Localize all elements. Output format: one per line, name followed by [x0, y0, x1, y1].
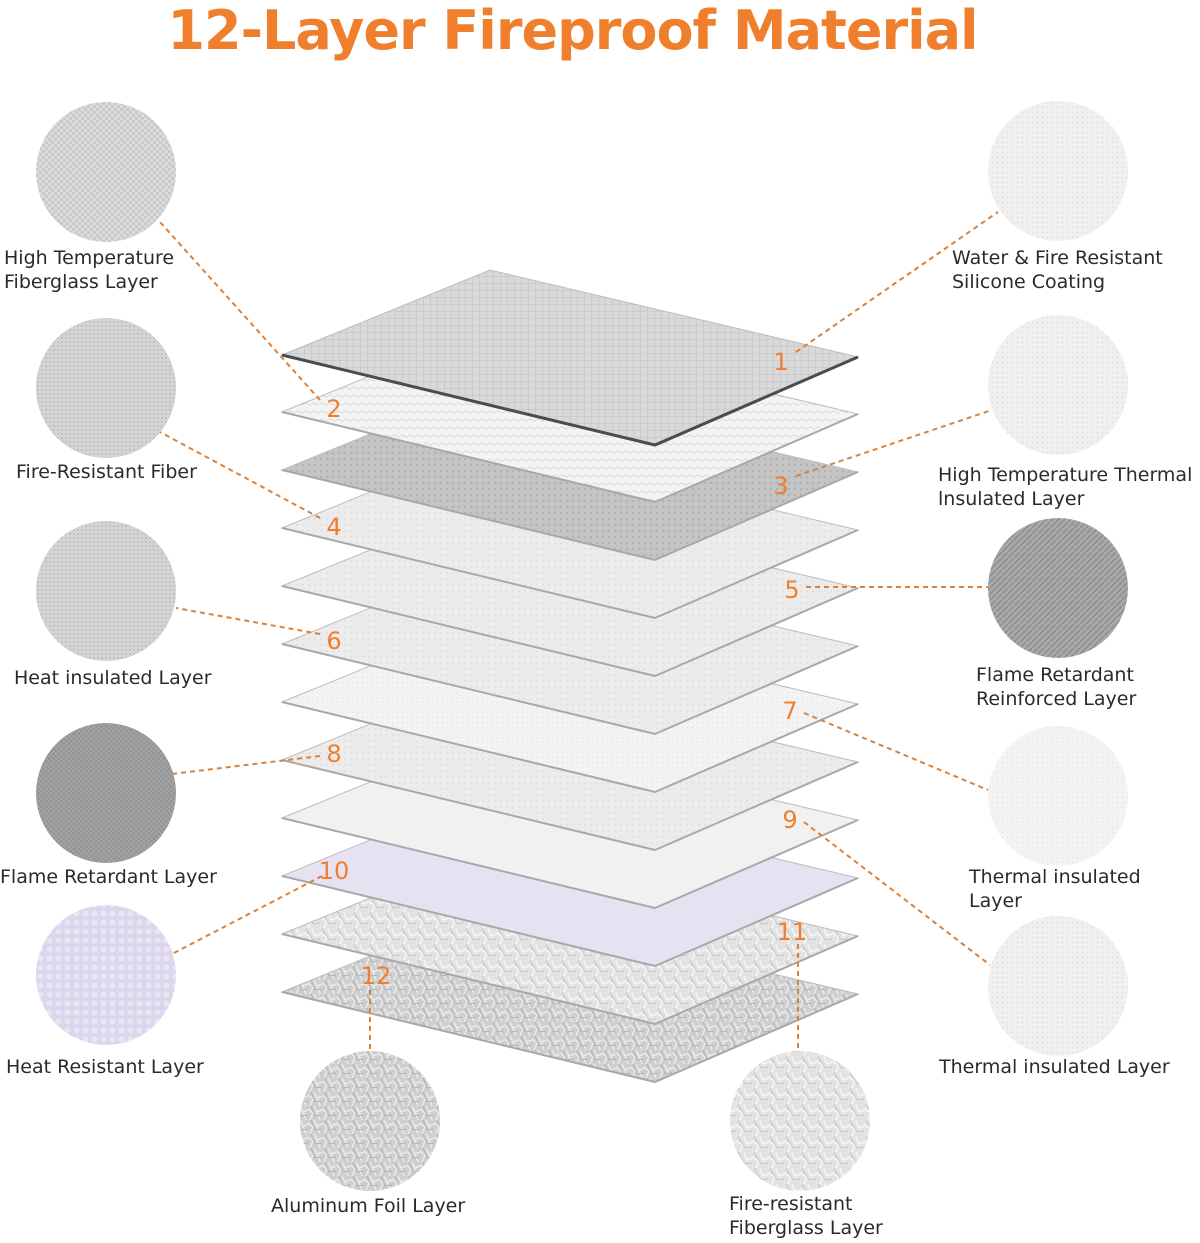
- layer-number-2: 2: [326, 395, 341, 423]
- leader-lines: [159, 211, 999, 1051]
- layer-label-line: Flame Retardant Layer: [0, 866, 217, 888]
- layer-number-7: 7: [782, 697, 797, 725]
- layer-sheet-edge-7: [281, 701, 859, 794]
- layer-label-line: Fire-resistant: [729, 1193, 853, 1215]
- swatch-layer-3: [988, 315, 1128, 455]
- layer-label-10: Heat Resistant Layer: [6, 1055, 204, 1079]
- layer-number-5: 5: [784, 576, 799, 604]
- leader-line-7: [803, 712, 989, 791]
- layer-number-4: 4: [326, 513, 341, 541]
- layer-number-6: 6: [326, 627, 341, 655]
- leader-line-9: [803, 821, 991, 966]
- layer-label-line: High Temperature Thermal: [938, 464, 1193, 486]
- layer-label-line: Thermal insulated Layer: [939, 1056, 1170, 1078]
- leader-line-4: [159, 431, 321, 519]
- layer-label-line: Water & Fire Resistant: [952, 247, 1163, 269]
- layer-number-11: 11: [777, 918, 808, 946]
- layer-sheet-edge-12: [281, 991, 859, 1084]
- swatch-layer-1: [988, 101, 1128, 241]
- layer-number-3: 3: [773, 472, 788, 500]
- layer-sheet-edge-3: [281, 469, 859, 562]
- layer-label-line: Heat Resistant Layer: [6, 1056, 204, 1078]
- swatch-layer-2: [36, 102, 176, 242]
- layer-label-4: Fire-Resistant Fiber: [16, 460, 197, 484]
- swatch-layer-11: [730, 1051, 870, 1191]
- layer-number-12: 12: [361, 962, 392, 990]
- layer-label-line: Reinforced Layer: [976, 688, 1137, 710]
- layer-label-line: High Temperature: [4, 247, 175, 269]
- layer-label-8: Flame Retardant Layer: [0, 865, 217, 889]
- layer-number-9: 9: [782, 806, 797, 834]
- layer-sheet-edge-6: [281, 643, 859, 736]
- layer-sheet-edge-4: [281, 527, 859, 620]
- layer-label-line: Flame Retardant: [976, 664, 1134, 686]
- layer-label-6: Heat insulated Layer: [14, 666, 212, 690]
- page-title: 12-Layer Fireproof Material: [167, 0, 978, 62]
- layer-sheet-edge-11: [281, 933, 859, 1026]
- layer-label-line: Fiberglass Layer: [4, 271, 158, 293]
- layer-sheet-edge-1: [281, 353, 859, 447]
- leader-line-10: [171, 875, 323, 955]
- leader-line-2: [159, 221, 321, 401]
- material-swatches: [36, 101, 1128, 1191]
- swatch-layer-10: [36, 905, 176, 1045]
- swatch-layer-4: [36, 318, 176, 458]
- layer-label-line: Aluminum Foil Layer: [271, 1195, 466, 1217]
- layer-sheet-edge-9: [281, 817, 859, 910]
- layer-label-line: Layer: [969, 890, 1022, 912]
- swatch-layer-6: [36, 521, 176, 661]
- leader-line-3: [795, 409, 993, 477]
- layer-label-line: Fiberglass Layer: [729, 1217, 883, 1239]
- layer-number-1: 1: [773, 348, 788, 376]
- leader-line-1: [795, 211, 999, 353]
- layer-sheet-edge-5: [281, 585, 859, 678]
- layer-label-12: Aluminum Foil Layer: [271, 1194, 465, 1218]
- swatch-layer-5: [988, 518, 1128, 658]
- layer-sheet-edge-2: [281, 411, 859, 504]
- leader-line-6: [175, 607, 321, 635]
- layer-label-9: Thermal insulated Layer: [939, 1055, 1170, 1079]
- layer-label-line: Fire-Resistant Fiber: [16, 461, 197, 483]
- layer-label-line: Thermal insulated: [969, 866, 1141, 888]
- layer-sheet-edge-10: [281, 875, 859, 968]
- layer-stack: [280, 269, 860, 1084]
- swatch-layer-7: [988, 726, 1128, 866]
- layer-sheet-edge-8: [281, 759, 859, 852]
- layer-number-10: 10: [319, 857, 350, 885]
- layer-label-line: Silicone Coating: [952, 271, 1106, 293]
- layer-label-line: lnsulated Layer: [938, 488, 1085, 510]
- layer-label-line: Heat insulated Layer: [14, 667, 212, 689]
- layer-number-8: 8: [326, 740, 341, 768]
- swatch-layer-8: [36, 723, 176, 863]
- leader-line-8: [171, 755, 321, 775]
- swatch-layer-9: [988, 916, 1128, 1056]
- swatch-layer-12: [300, 1051, 440, 1191]
